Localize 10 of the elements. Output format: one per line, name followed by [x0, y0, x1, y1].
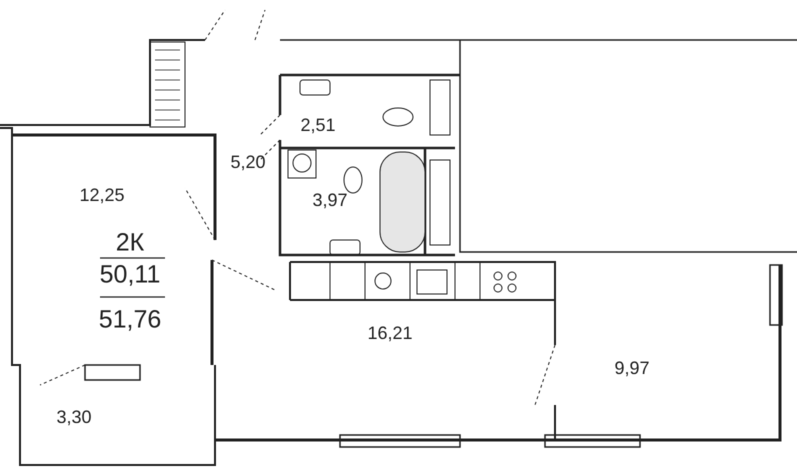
apartment-summary-text: 51,76: [98, 308, 162, 332]
room-area-label: 3,97: [312, 191, 348, 209]
apartment-summary-text: 2К: [116, 230, 144, 256]
room-area-label: 3,30: [56, 408, 92, 426]
room-area-label: 9,97: [614, 359, 650, 377]
room-area-label: 12,25: [79, 186, 125, 204]
apartment-summary-text: 50,11: [100, 262, 160, 288]
room-area-label: 16,21: [367, 324, 413, 342]
room-area-label: 5,20: [230, 153, 266, 171]
room-area-label: 2,51: [300, 116, 336, 134]
